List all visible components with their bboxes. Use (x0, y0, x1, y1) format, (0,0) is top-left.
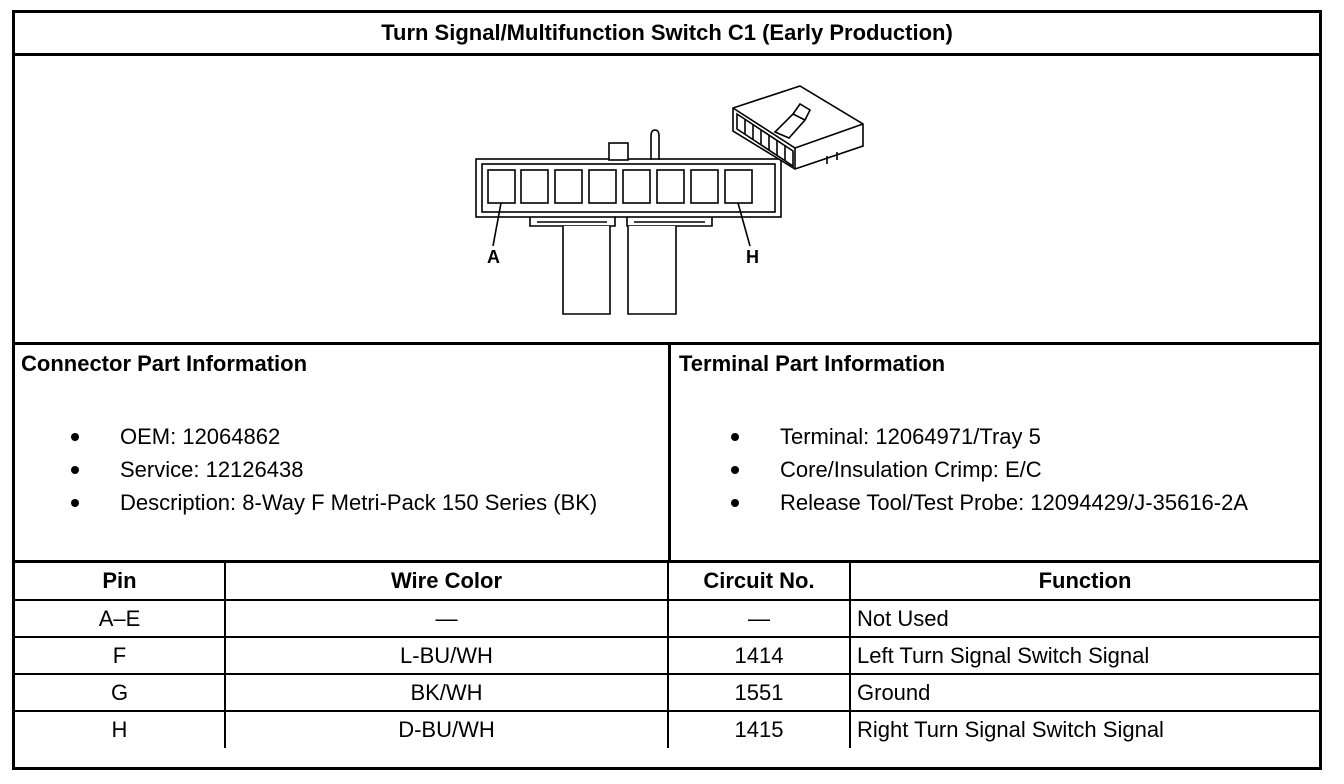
list-item: Description: 8-Way F Metri-Pack 150 Seri… (67, 486, 597, 519)
cell-wire-color: BK/WH (224, 673, 669, 712)
cell-function: Right Turn Signal Switch Signal (849, 710, 1319, 748)
terminal-info-list: Terminal: 12064971/Tray 5 Core/Insulatio… (727, 420, 1248, 519)
wire-boot-left (562, 226, 611, 315)
pin-cavity-c (554, 169, 583, 204)
terminal-info-release-tool: Release Tool/Test Probe: 12094429/J-3561… (780, 490, 1249, 515)
cell-circuit: — (667, 599, 851, 638)
cell-function: Not Used (849, 599, 1319, 638)
header-function: Function (849, 563, 1319, 601)
pin-cavity-g (690, 169, 719, 204)
pin-label-a: A (487, 247, 500, 267)
cell-wire-color: L-BU/WH (224, 636, 669, 675)
cell-pin: G (15, 673, 226, 712)
pin-cavity-b (520, 169, 549, 204)
cell-circuit: 1551 (667, 673, 851, 712)
connector-info-heading: Connector Part Information (21, 351, 308, 376)
cell-circuit: 1415 (667, 710, 851, 748)
connector-info-service: Service: 12126438 (120, 457, 304, 482)
connector-info-description: Description: 8-Way F Metri-Pack 150 Seri… (120, 490, 598, 515)
table-row: A–E — — Not Used (15, 599, 1319, 638)
connector-housing (475, 158, 782, 218)
pin-cavity-d (588, 169, 617, 204)
connector-diagram: A H (15, 56, 1319, 345)
pin-cavity-f (656, 169, 685, 204)
table-row: G BK/WH 1551 Ground (15, 673, 1319, 712)
connector-sheet: Turn Signal/Multifunction Switch C1 (Ear… (12, 10, 1322, 770)
cell-function: Ground (849, 673, 1319, 712)
leader-line-h (737, 202, 751, 247)
terminal-info-terminal: Terminal: 12064971/Tray 5 (780, 424, 1041, 449)
cell-circuit: 1414 (667, 636, 851, 675)
list-item: Release Tool/Test Probe: 12094429/J-3561… (727, 486, 1248, 519)
connector-drawing: A H (475, 85, 864, 315)
cell-wire-color: D-BU/WH (224, 710, 669, 748)
bullet-icon (71, 466, 79, 474)
header-circuit-no: Circuit No. (667, 563, 851, 601)
connector-info-oem: OEM: 12064862 (120, 424, 281, 449)
cell-pin: F (15, 636, 226, 675)
connector-iso-view (732, 85, 864, 170)
cell-pin: A–E (15, 599, 226, 638)
pin-label-h: H (746, 247, 759, 267)
list-item: OEM: 12064862 (67, 420, 597, 453)
bullet-icon (731, 433, 739, 441)
bullet-icon (71, 433, 79, 441)
list-item: Core/Insulation Crimp: E/C (727, 453, 1248, 486)
pin-table-header: Pin Wire Color Circuit No. Function (15, 563, 1319, 601)
terminal-part-info: Terminal Part Information Terminal: 1206… (671, 345, 1319, 560)
header-pin: Pin (15, 563, 226, 601)
pin-cavities (487, 169, 753, 204)
leader-line-a (492, 202, 502, 247)
list-item: Terminal: 12064971/Tray 5 (727, 420, 1248, 453)
terminal-info-crimp: Core/Insulation Crimp: E/C (780, 457, 1042, 482)
pin-cavity-e (622, 169, 651, 204)
sheet-title: Turn Signal/Multifunction Switch C1 (Ear… (15, 13, 1319, 56)
list-item: Service: 12126438 (67, 453, 597, 486)
cell-wire-color: — (224, 599, 669, 638)
terminal-info-heading: Terminal Part Information (679, 351, 946, 376)
cell-pin: H (15, 710, 226, 748)
connector-latch (650, 129, 660, 160)
connector-info-list: OEM: 12064862 Service: 12126438 Descript… (67, 420, 597, 519)
cell-function: Left Turn Signal Switch Signal (849, 636, 1319, 675)
connector-part-info: Connector Part Information OEM: 12064862… (15, 345, 671, 560)
bullet-icon (731, 466, 739, 474)
table-row: F L-BU/WH 1414 Left Turn Signal Switch S… (15, 636, 1319, 675)
header-wire-color: Wire Color (224, 563, 669, 601)
part-info-section: Connector Part Information OEM: 12064862… (15, 345, 1319, 563)
wire-boot-right (627, 226, 677, 315)
pin-cavity-a (487, 169, 516, 204)
bullet-icon (731, 499, 739, 507)
pin-table: Pin Wire Color Circuit No. Function A–E … (15, 563, 1319, 748)
connector-tab (608, 142, 629, 161)
table-row: H D-BU/WH 1415 Right Turn Signal Switch … (15, 710, 1319, 748)
bullet-icon (71, 499, 79, 507)
connector-housing-inner (481, 163, 776, 213)
